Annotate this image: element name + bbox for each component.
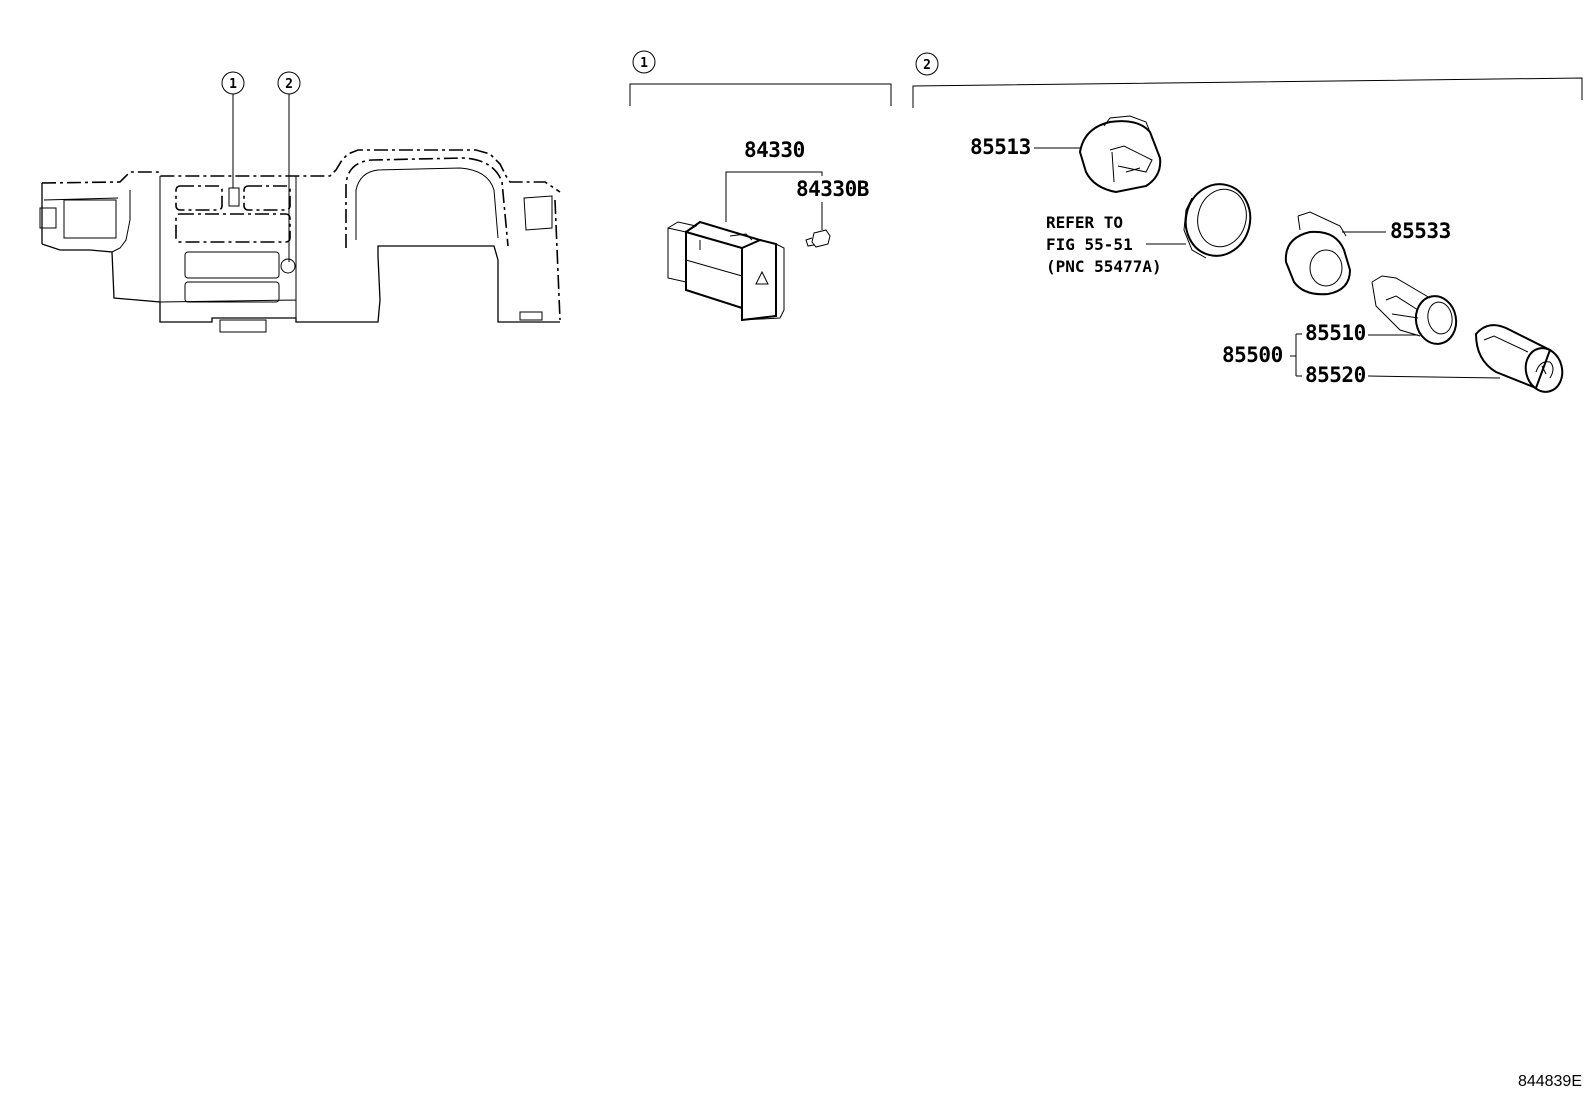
- callout-1-number: 1: [229, 77, 237, 92]
- callout-1: 1: [221, 71, 245, 188]
- part-number-85533: 85533: [1390, 219, 1451, 243]
- label-85520: 85520: [1305, 363, 1501, 387]
- reference-note-line3: (PNC 55477A): [1046, 257, 1162, 276]
- reference-note-line2: FIG 55-51: [1046, 235, 1133, 254]
- figure-code: 844839E: [1518, 1073, 1582, 1090]
- socket-illustration: [1371, 275, 1458, 345]
- label-84330: 84330: [725, 138, 823, 222]
- group-1-number: 1: [640, 56, 648, 71]
- reference-note-line1: REFER TO: [1046, 213, 1123, 232]
- knob-illustration: [1474, 324, 1564, 393]
- label-85500: 85500: [1222, 333, 1302, 377]
- part-number-84330b: 84330B: [796, 177, 869, 201]
- part-number-85513: 85513: [970, 135, 1031, 159]
- hazard-switch-illustration: [667, 220, 785, 322]
- ring-illustration: [1183, 183, 1252, 259]
- group-2-number: 2: [923, 58, 931, 73]
- group-2: 2: [912, 52, 1583, 108]
- retainer-illustration: [1284, 211, 1352, 296]
- group-1: 1: [629, 50, 892, 106]
- bulb-illustration: [805, 229, 831, 248]
- reference-note: REFER TO FIG 55-51 (PNC 55477A): [1046, 213, 1186, 276]
- callout-2-number: 2: [285, 77, 293, 92]
- label-85513: 85513: [970, 135, 1080, 159]
- dashboard-illustration: [39, 149, 561, 333]
- part-number-85510: 85510: [1305, 321, 1366, 345]
- part-number-84330: 84330: [744, 138, 805, 162]
- label-85533: 85533: [1342, 219, 1451, 243]
- part-number-85500: 85500: [1222, 343, 1283, 367]
- lighter-holder-illustration: [1078, 115, 1162, 194]
- label-85510: 85510: [1305, 321, 1418, 345]
- hazard-triangle-icon: [755, 270, 769, 285]
- label-84330b: 84330B: [796, 177, 869, 230]
- callout-2: 2: [277, 71, 301, 274]
- part-number-85520: 85520: [1305, 363, 1366, 387]
